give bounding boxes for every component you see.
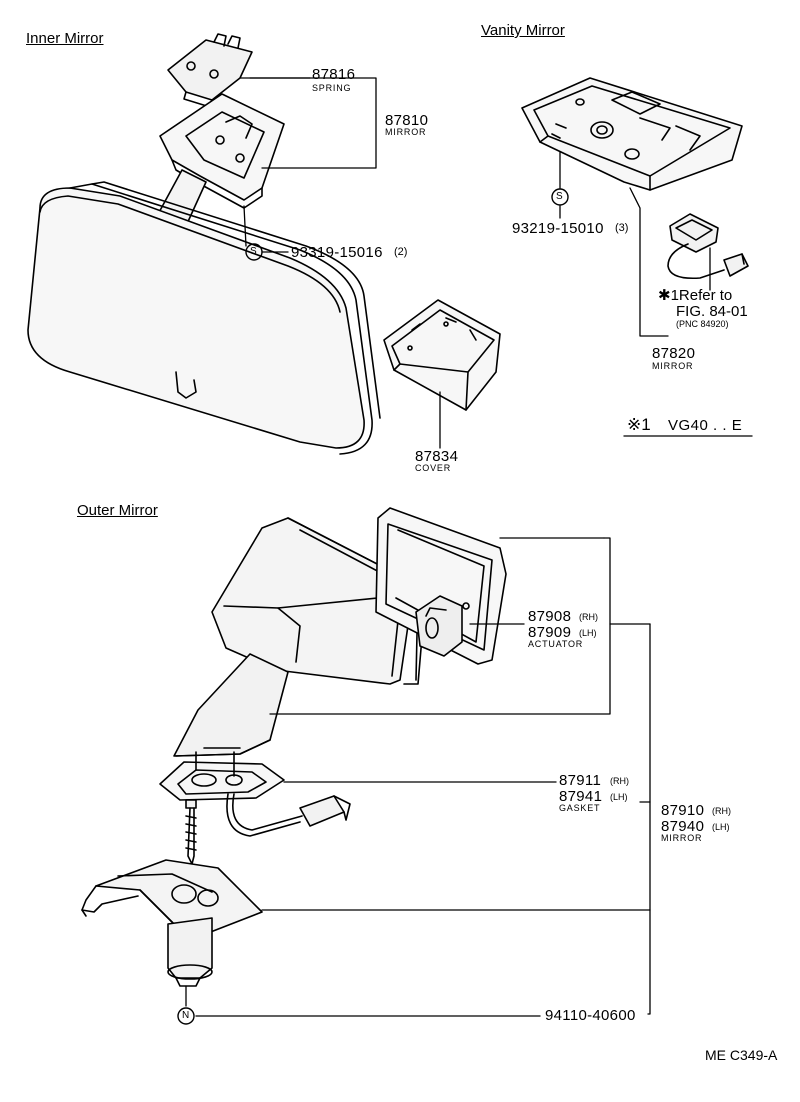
part-87910-side: (RH) [712, 806, 731, 816]
part-87816-name: SPRING [312, 83, 352, 93]
part-87911-number: 87911 [559, 772, 602, 789]
part-87909-side: (LH) [579, 628, 597, 638]
part-93219-qty: (3) [615, 222, 629, 234]
part-87908-side: (RH) [579, 612, 598, 622]
vanity-connector-drawing [667, 213, 749, 280]
part-93219-number: 93219-15010 [512, 220, 604, 237]
ref-line3: (PNC 84920) [676, 319, 729, 329]
part-87909-number: 87909 [528, 624, 572, 641]
part-87941-number: 87941 [559, 788, 603, 805]
part-87810-number: 87810 [385, 112, 429, 129]
gasket-drawing [159, 751, 285, 801]
outer-mirror-title: Outer Mirror [77, 502, 158, 519]
part-87940-side: (LH) [712, 822, 730, 832]
part-94110-symbol: N [182, 1010, 190, 1021]
part-93219-symbol: S [556, 191, 563, 202]
outer-mirror-stem-drawing [173, 653, 289, 757]
part-87911-side: (RH) [610, 776, 629, 786]
symbol-circles [177, 188, 569, 1025]
note-mark: ※1 [627, 415, 651, 434]
mounting-screw-drawing [185, 799, 197, 865]
actuator-drawing [415, 595, 470, 657]
inner-mirror-drawing [27, 181, 381, 455]
mirror-mount-drawing [159, 93, 285, 209]
spring-clip-drawing [167, 33, 253, 108]
cover-drawing [383, 299, 501, 411]
ref-line2: FIG. 84-01 [676, 303, 748, 320]
ref-line1: ✱1Refer to [658, 287, 733, 304]
wire-harness-drawing [226, 793, 351, 837]
leader-lines [185, 77, 753, 1017]
vanity-mirror-drawing [521, 77, 743, 191]
part-94110-number: 94110-40600 [545, 1007, 636, 1024]
part-87941-name: GASKET [559, 803, 601, 813]
part-87820-name: MIRROR [652, 361, 694, 371]
part-87910-number: 87910 [661, 802, 705, 819]
part-87834-name: COVER [415, 463, 452, 473]
part-87834-number: 87834 [415, 448, 459, 465]
part-87820-number: 87820 [652, 345, 696, 362]
part-87810-name: MIRROR [385, 127, 427, 137]
part-87940-name: MIRROR [661, 833, 703, 843]
part-93319-qty: (2) [394, 246, 408, 258]
part-87941-side: (LH) [610, 792, 628, 802]
part-87816-number: 87816 [312, 66, 356, 83]
part-93319-symbol: S [250, 246, 257, 257]
inner-mirror-title: Inner Mirror [26, 30, 104, 47]
part-87909-name: ACTUATOR [528, 639, 584, 649]
mounting-bracket-drawing [81, 859, 263, 941]
part-87908-number: 87908 [528, 608, 572, 625]
part-93319-number: 93319-15016 [291, 244, 383, 261]
note-text: VG40 . . E [668, 417, 743, 434]
part-87940-number: 87940 [661, 818, 705, 835]
figure-id: ME C349-A [705, 1047, 778, 1063]
vanity-mirror-title: Vanity Mirror [481, 22, 565, 39]
nut-drawing [167, 917, 213, 987]
